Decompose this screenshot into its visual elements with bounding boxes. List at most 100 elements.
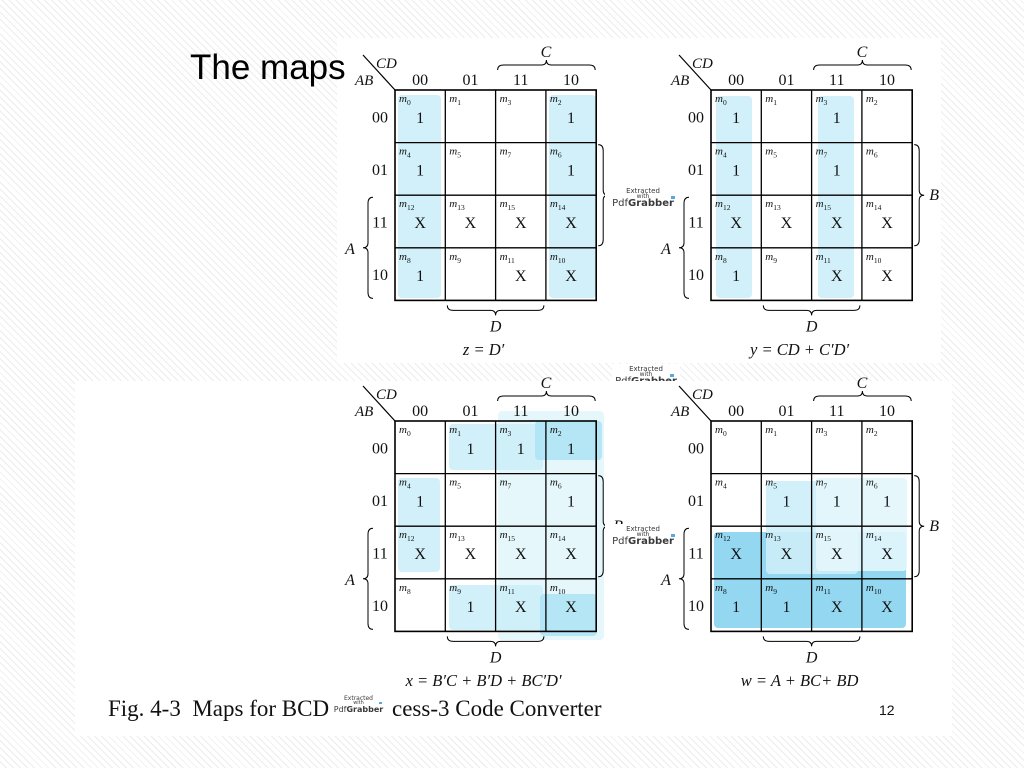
column-header: 10 <box>563 403 579 420</box>
cell-value: X <box>565 599 577 616</box>
minterm-index: 15 <box>508 534 516 543</box>
column-header: 11 <box>513 403 528 420</box>
minterm-letter: m <box>866 582 874 594</box>
minterm-label: m10 <box>866 251 882 265</box>
watermark-brand-regular: Pdf <box>612 536 628 547</box>
minterm-label: m7 <box>500 477 512 491</box>
minterm-index: 8 <box>723 256 727 265</box>
kmap-cell: m71 <box>816 146 841 180</box>
minterm-index: 13 <box>773 203 781 212</box>
minterm-index: 11 <box>824 256 831 265</box>
page-number: 12 <box>879 702 895 718</box>
minterm-label: m4 <box>715 477 727 491</box>
row-variables-label: AB <box>670 73 689 89</box>
minterm-letter: m <box>449 529 457 541</box>
minterm-index: 8 <box>723 587 727 596</box>
minterm-index: 2 <box>874 98 878 107</box>
cell-value: X <box>730 546 742 563</box>
watermark-dot-icon <box>671 534 675 537</box>
watermark-brand-regular: Pdf <box>612 198 628 209</box>
cell-value: X <box>730 215 742 232</box>
minterm-letter: m <box>449 93 457 105</box>
kmap-cell: m2 <box>866 424 878 438</box>
watermark-brand: PdfGrabber <box>605 198 681 210</box>
minterm-label: m8 <box>399 582 411 596</box>
watermark-dot-icon <box>671 196 675 199</box>
minterm-label: m4 <box>715 146 727 160</box>
watermark-dot-icon <box>379 702 382 704</box>
minterm-label: m15 <box>816 529 832 543</box>
minterm-letter: m <box>500 529 508 541</box>
c-bracket <box>813 59 912 71</box>
cell-value: X <box>881 599 893 616</box>
map-equation: z = D′ <box>462 340 505 359</box>
minterm-index: 11 <box>508 587 515 596</box>
grouping-highlight <box>398 478 440 572</box>
minterm-letter: m <box>816 251 824 263</box>
minterm-label: m3 <box>816 424 828 438</box>
kmap-cell: m5 <box>765 146 777 160</box>
minterm-index: 11 <box>824 587 831 596</box>
minterm-letter: m <box>550 198 558 210</box>
minterm-letter: m <box>500 477 508 489</box>
column-variables-label: CD <box>376 56 397 72</box>
kmap-cell: m81 <box>399 251 424 285</box>
row-header: 10 <box>372 267 388 284</box>
kmap-cell: m21 <box>550 424 575 458</box>
minterm-letter: m <box>715 529 723 541</box>
a-brace <box>678 196 690 299</box>
minterm-label: m5 <box>449 477 461 491</box>
minterm-index: 10 <box>874 256 882 265</box>
cell-value: 1 <box>567 163 575 180</box>
minterm-index: 13 <box>457 534 465 543</box>
corner-diagonal <box>362 385 396 422</box>
watermark-line-with: with <box>636 531 650 538</box>
map-equation: y = CD + C′D′ <box>748 340 850 359</box>
minterm-letter: m <box>715 251 723 263</box>
minterm-label: m0 <box>399 93 411 107</box>
kmap-cell: m4 <box>715 477 727 491</box>
minterm-label: m7 <box>816 146 828 160</box>
minterm-index: 13 <box>457 203 465 212</box>
cell-value: 1 <box>732 599 740 616</box>
minterm-letter: m <box>816 424 824 436</box>
watermark-brand: PdfGrabber <box>332 705 385 715</box>
row-header: 00 <box>688 109 704 126</box>
minterm-label: m14 <box>550 198 566 212</box>
minterm-letter: m <box>816 582 824 594</box>
cell-value: X <box>465 215 477 232</box>
minterm-index: 14 <box>874 534 882 543</box>
minterm-letter: m <box>550 93 558 105</box>
minterm-label: m10 <box>550 582 566 596</box>
minterm-letter: m <box>399 582 407 594</box>
row-header: 00 <box>372 440 388 457</box>
minterm-letter: m <box>866 529 874 541</box>
kmap-cell: m3 <box>500 93 512 107</box>
minterm-letter: m <box>399 93 407 105</box>
minterm-letter: m <box>866 146 874 158</box>
cell-value: X <box>414 215 426 232</box>
cell-value: 1 <box>782 599 790 616</box>
minterm-letter: m <box>816 477 824 489</box>
minterm-letter: m <box>866 477 874 489</box>
minterm-letter: m <box>816 93 824 105</box>
minterm-index: 6 <box>558 482 562 491</box>
row-header: 01 <box>372 162 388 179</box>
kmap-cell: m5 <box>449 477 461 491</box>
slide-title: The maps <box>190 48 346 87</box>
cell-value: 1 <box>416 163 424 180</box>
minterm-index: 10 <box>874 587 882 596</box>
minterm-letter: m <box>500 93 508 105</box>
b-brace <box>914 144 925 247</box>
figure-caption-end: cess-3 Code Converter <box>392 696 602 721</box>
minterm-label: m1 <box>765 424 777 438</box>
